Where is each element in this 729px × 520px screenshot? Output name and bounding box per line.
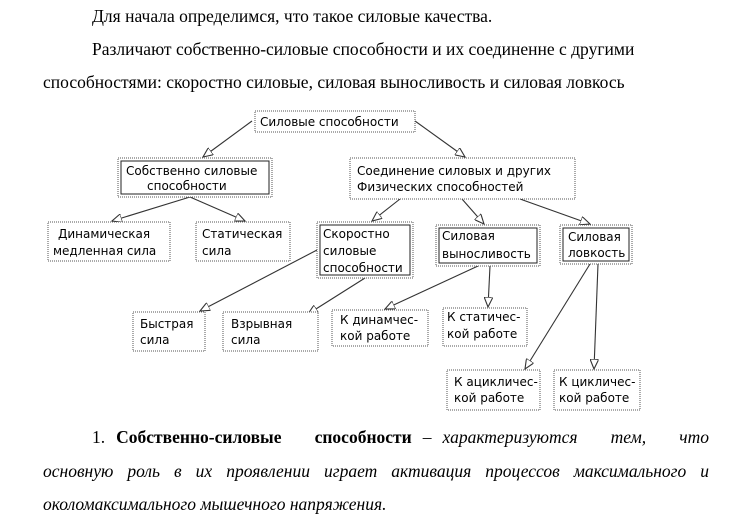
- node-label: Силовая: [442, 229, 495, 243]
- node-label: Силовая: [568, 230, 621, 244]
- node-label: К цикличес-: [559, 375, 635, 389]
- arrow: [519, 198, 590, 224]
- node-label: Собственно силовые: [126, 164, 257, 178]
- node-label: медленная сила: [53, 244, 156, 258]
- para-term: Собственно-силовые способности: [116, 427, 412, 447]
- para-line-1: 1. Собственно-силовые способности – хара…: [92, 427, 709, 448]
- arrow: [385, 265, 479, 309]
- node-label: ловкость: [568, 246, 625, 260]
- arrow: [112, 196, 191, 221]
- node-explosive-strength: Взрывная сила: [222, 311, 319, 352]
- node-fast-strength: Быстрая сила: [132, 311, 206, 352]
- intro-line-1: Для начала определимся, что такое силовы…: [92, 6, 493, 26]
- node-label: кой работе: [559, 391, 629, 405]
- node-label: Скоростно: [323, 227, 390, 241]
- node-label: сила: [140, 333, 169, 347]
- arrow: [308, 277, 366, 314]
- arrow: [525, 263, 591, 369]
- node-acyclic-work: К ацикличес- кой работе: [446, 369, 541, 411]
- node-label: Соединение силовых и других: [357, 164, 551, 178]
- para-dash: –: [411, 427, 443, 447]
- node-dynamic-slow: Динамическая медленная сила: [47, 221, 171, 262]
- node-label: силовые: [323, 244, 376, 258]
- para-text: основную роль в их проявлении играет акт…: [43, 461, 709, 481]
- node-root: Силовые способности: [254, 110, 416, 133]
- node-cyclic-work: К цикличес- кой работе: [553, 369, 641, 411]
- para-line-2: основную роль в их проявлении играет акт…: [43, 461, 709, 482]
- node-label: выносливость: [442, 247, 531, 261]
- node-label: способности: [323, 261, 403, 275]
- diagram-arrows: [112, 120, 598, 369]
- intro-line-3: способностями: скоростно силовые, силова…: [43, 72, 625, 92]
- node-label: сила: [202, 244, 231, 258]
- node-combined: Соединение силовых и других Физических с…: [349, 157, 576, 200]
- node-label: К динамчес-: [340, 313, 418, 327]
- node-label: кой работе: [454, 391, 524, 405]
- node-label: Физических способностей: [357, 180, 523, 194]
- intro-line-2: Различают собственно-силовые способности…: [92, 39, 635, 59]
- node-own-strength: Собственно силовые способности: [117, 157, 273, 198]
- arrow: [372, 198, 401, 221]
- arrow: [189, 196, 245, 221]
- arrow: [461, 198, 484, 224]
- node-label: Динамическая: [58, 227, 150, 241]
- node-label: Силовые способности: [260, 115, 399, 129]
- arrow: [414, 120, 465, 157]
- arrow: [203, 120, 253, 157]
- node-label: способности: [147, 179, 227, 193]
- node-label: сила: [231, 333, 260, 347]
- node-agility: Силовая ловкость: [559, 224, 633, 265]
- arrow: [488, 265, 490, 307]
- node-speed-strength: Скоростно силовые способности: [316, 221, 414, 279]
- para-text: характеризуются тем, что: [442, 427, 709, 447]
- node-label: кой работе: [340, 329, 410, 343]
- para-text: околомаксимального мышечного напряжения.: [43, 494, 387, 514]
- node-dynamic-work: К динамчес- кой работе: [331, 309, 429, 347]
- arrow: [594, 263, 598, 369]
- node-static-work: К статичес- кой работе: [442, 307, 528, 347]
- para-number: 1.: [92, 427, 106, 447]
- node-label: Статическая: [202, 227, 282, 241]
- node-label: Взрывная: [231, 317, 292, 331]
- node-endurance: Силовая выносливость: [435, 224, 541, 267]
- arrow: [200, 249, 318, 311]
- node-label: К статичес-: [447, 310, 520, 324]
- node-label: К ацикличес-: [454, 375, 538, 389]
- node-label: Быстрая: [140, 317, 193, 331]
- node-static: Статическая сила: [195, 221, 291, 262]
- para-line-3: околомаксимального мышечного напряжения.: [43, 494, 386, 515]
- node-label: кой работе: [447, 327, 517, 341]
